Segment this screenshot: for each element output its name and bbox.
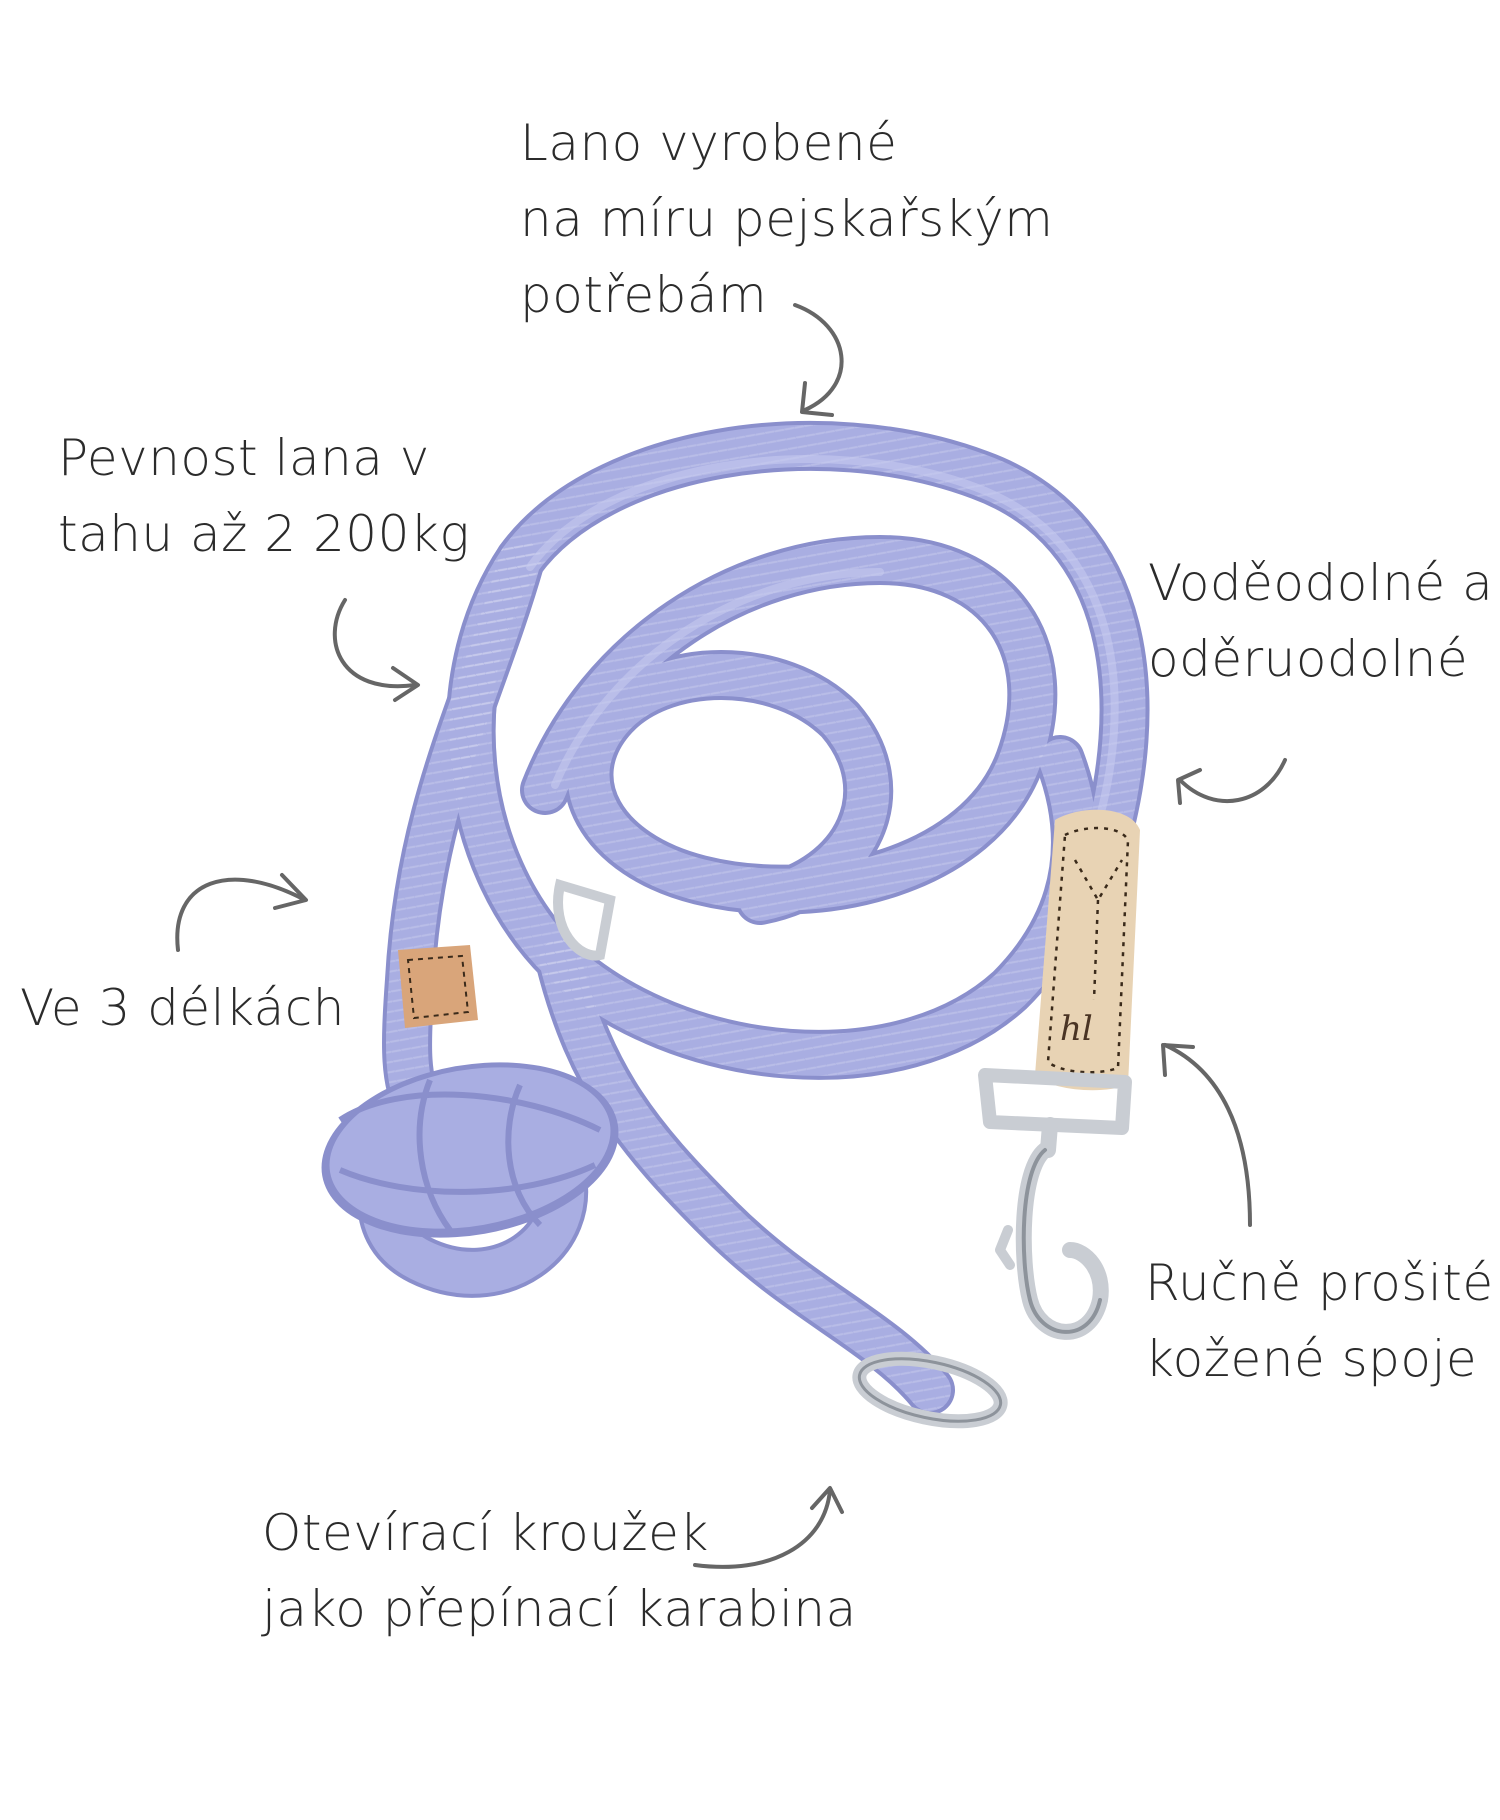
leather-tab-stitched: hl <box>1035 809 1140 1091</box>
label-line: Otevírací kroužek <box>262 1504 709 1562</box>
label-line: Ve 3 délkách <box>20 979 345 1037</box>
rope-knot <box>321 1062 619 1238</box>
label-rope-strength: Pevnost lana v tahu až 2 200kg <box>58 420 470 572</box>
curved-arrow-icon <box>1176 758 1287 805</box>
curved-arrow-icon <box>1161 1043 1252 1227</box>
snap-hook-icon <box>978 1068 1132 1340</box>
o-ring-icon <box>852 1351 1008 1429</box>
label-line: kožené spoje <box>1145 1330 1478 1388</box>
label-opening-ring: Otevírací kroužek jako přepínací karabin… <box>262 1495 857 1647</box>
label-hand-stitched: Ručně prošité kožené spoje <box>1145 1245 1494 1397</box>
label-line: oděruodolné <box>1148 630 1469 688</box>
label-line: na míru pejskařským <box>520 190 1054 248</box>
leather-patch-knot <box>398 945 478 1028</box>
curved-arrow-icon <box>175 873 308 952</box>
label-line: potřebám <box>520 266 768 324</box>
label-rope-made-to-measure: Lano vyrobené na míru pejskařským potřeb… <box>520 105 1053 333</box>
curved-arrow-icon <box>332 598 420 702</box>
rope-coil <box>357 420 1150 1415</box>
label-line: Lano vyrobené <box>520 114 898 172</box>
svg-text:hl: hl <box>1060 1009 1093 1049</box>
label-line: tahu až 2 200kg <box>58 505 470 563</box>
label-three-lengths: Ve 3 délkách <box>20 970 345 1046</box>
label-line: Pevnost lana v <box>58 429 430 487</box>
label-line: Voděodolné a <box>1148 554 1494 612</box>
d-ring-inner <box>553 878 616 961</box>
label-line: jako přepínací karabina <box>262 1580 857 1638</box>
curved-arrow-icon <box>693 1486 844 1569</box>
curved-arrow-icon <box>793 303 844 417</box>
label-waterproof: Voděodolné a oděruodolné <box>1148 545 1493 697</box>
label-line: Ručně prošité <box>1145 1254 1494 1312</box>
